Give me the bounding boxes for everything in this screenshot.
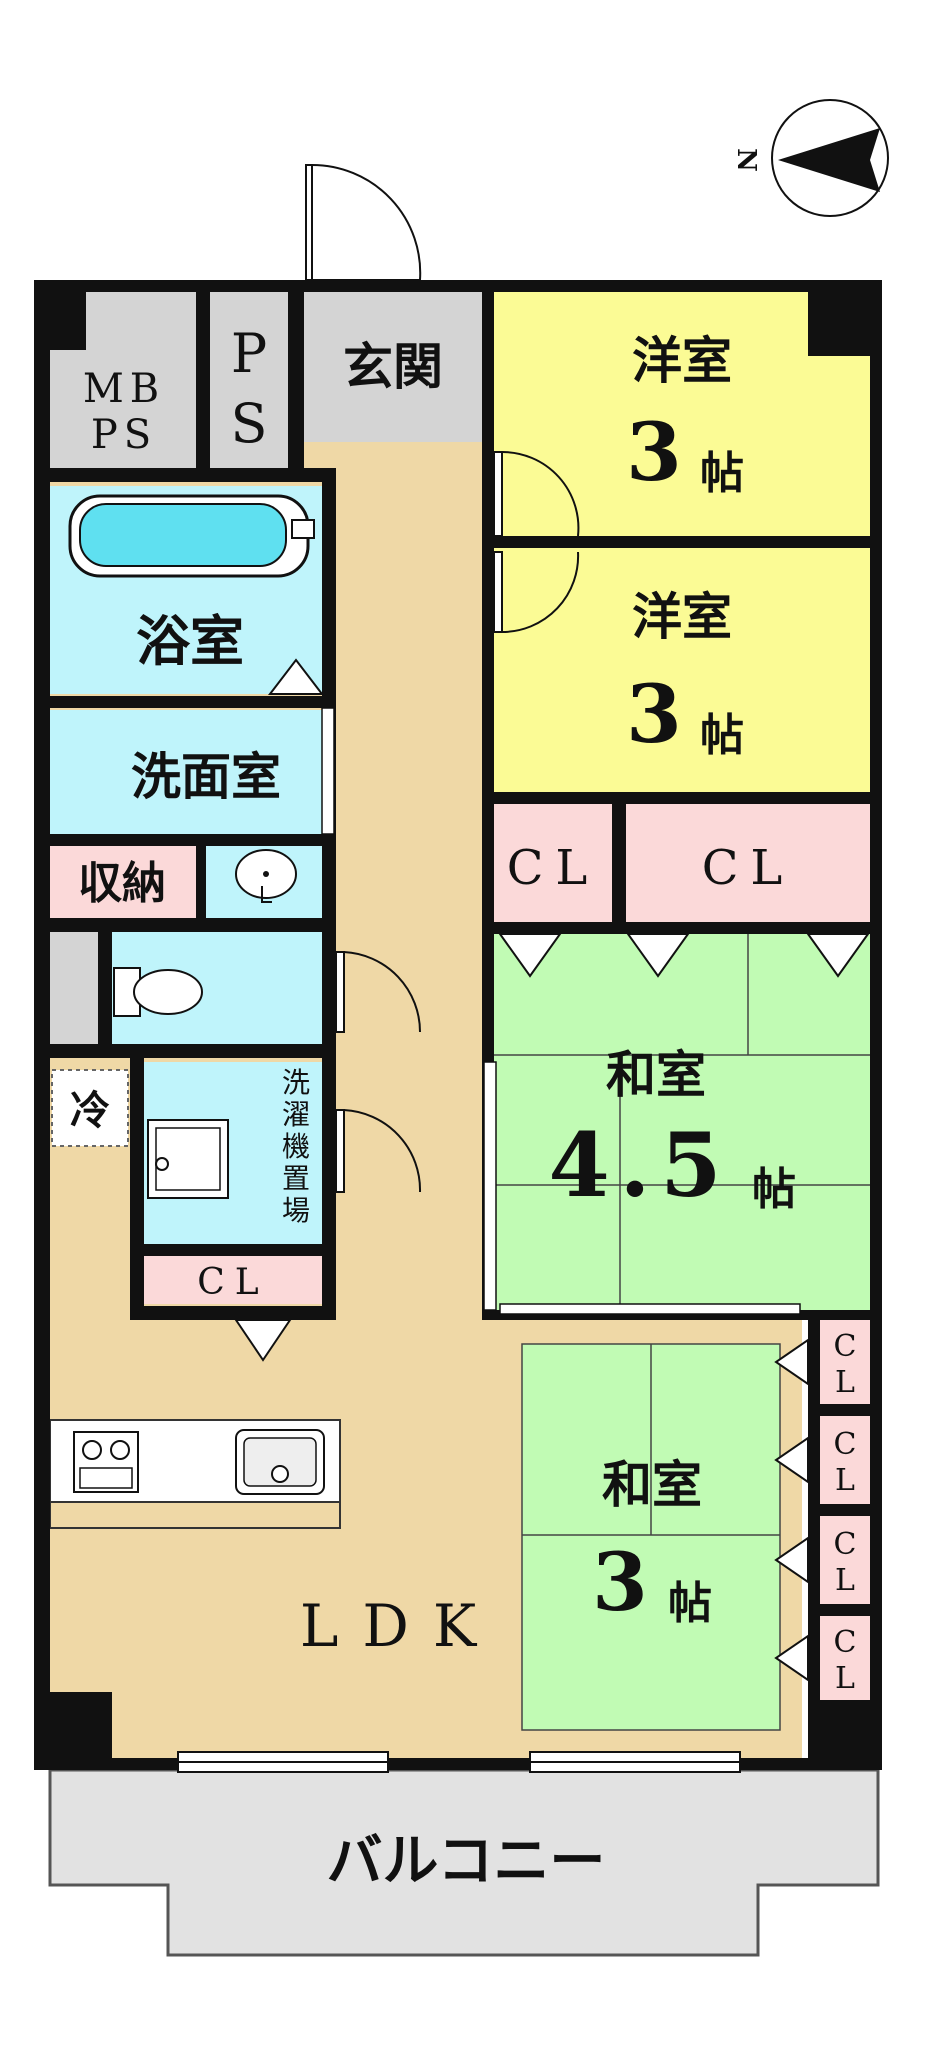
closet-side-2-c: C <box>834 1427 857 1462</box>
fridge-space <box>51 1069 129 1147</box>
closet-laundry-label: CL <box>197 1262 268 1303</box>
japanese2-size: 3 <box>592 1535 648 1629</box>
kitchen-counter-base <box>49 1501 341 1529</box>
western2-name: 洋室 <box>632 587 732 646</box>
closet-side-1-l: L <box>835 1365 855 1400</box>
bath-label: 浴室 <box>136 609 244 673</box>
toilet-shelf <box>50 932 98 1048</box>
closet-side-4 <box>820 1614 870 1702</box>
japanese2-unit: 帖 <box>668 1578 712 1629</box>
western2-size: 3 <box>626 667 682 761</box>
tatami-lines-1 <box>494 934 870 1310</box>
sink-icon <box>235 849 297 903</box>
western-room-1 <box>494 292 870 540</box>
fridge-label: 冷 <box>70 1087 110 1134</box>
washroom-label: 洗面室 <box>131 747 281 806</box>
bathtub-icon <box>68 494 315 578</box>
closet-side-1-c: C <box>834 1329 857 1364</box>
compass-icon <box>771 99 889 217</box>
closet-side-3 <box>820 1516 870 1604</box>
laundry-char-4: 置 <box>282 1162 310 1195</box>
closet-a <box>494 804 612 922</box>
closet-a-label: CL <box>507 840 600 896</box>
stove-icon <box>73 1431 139 1493</box>
western2-unit: 帖 <box>700 710 744 761</box>
ps-label-2: S <box>231 392 268 455</box>
laundry-char-5: 場 <box>282 1194 310 1227</box>
western-room-2 <box>494 548 870 792</box>
laundry-char-3: 機 <box>282 1130 310 1163</box>
storage <box>50 844 196 920</box>
toilet-icon <box>113 967 203 1017</box>
japanese1-name: 和室 <box>606 1045 706 1104</box>
closet-side-3-c: C <box>834 1527 857 1562</box>
closet-side-4-c: C <box>834 1625 857 1660</box>
kitchen-sink-icon <box>235 1429 325 1495</box>
western1-size: 3 <box>626 405 682 499</box>
washroom <box>50 710 322 844</box>
laundry-char-1: 洗 <box>282 1066 310 1099</box>
mbps-label-2: PS <box>91 412 157 458</box>
japanese1-unit: 帖 <box>752 1164 796 1215</box>
balcony <box>48 1768 880 1957</box>
storage-label: 収納 <box>78 858 166 909</box>
compass-label: N <box>731 148 761 172</box>
closet-side-2 <box>820 1416 870 1506</box>
windows <box>177 707 801 1773</box>
western1-name: 洋室 <box>632 331 732 390</box>
ps-label-1: P <box>231 322 267 385</box>
closet-laundry <box>144 1256 322 1304</box>
closet-b-label: CL <box>702 840 795 896</box>
laundry-char-2: 濯 <box>282 1098 310 1131</box>
japanese2-name: 和室 <box>602 1455 702 1514</box>
closet-side-1 <box>820 1318 870 1406</box>
closet-b <box>626 804 870 922</box>
entrance <box>304 292 482 442</box>
balcony-label: バルコニー <box>327 1828 606 1894</box>
western1-unit: 帖 <box>700 448 744 499</box>
entrance-label: 玄関 <box>343 337 443 396</box>
mbps-label-1: MB <box>83 366 165 412</box>
japanese-room-1 <box>494 934 870 1310</box>
doors <box>305 163 580 1193</box>
closet-side-3-l: L <box>835 1563 855 1598</box>
ps-shaft <box>210 292 288 468</box>
japanese1-size: 4.5 <box>548 1113 731 1217</box>
washing-machine-icon <box>147 1119 229 1199</box>
closet-door-marks <box>234 658 870 1682</box>
ldk-label: LDK <box>300 1592 500 1660</box>
closet-side-4-l: L <box>835 1661 855 1696</box>
closet-side-2-l: L <box>835 1463 855 1498</box>
